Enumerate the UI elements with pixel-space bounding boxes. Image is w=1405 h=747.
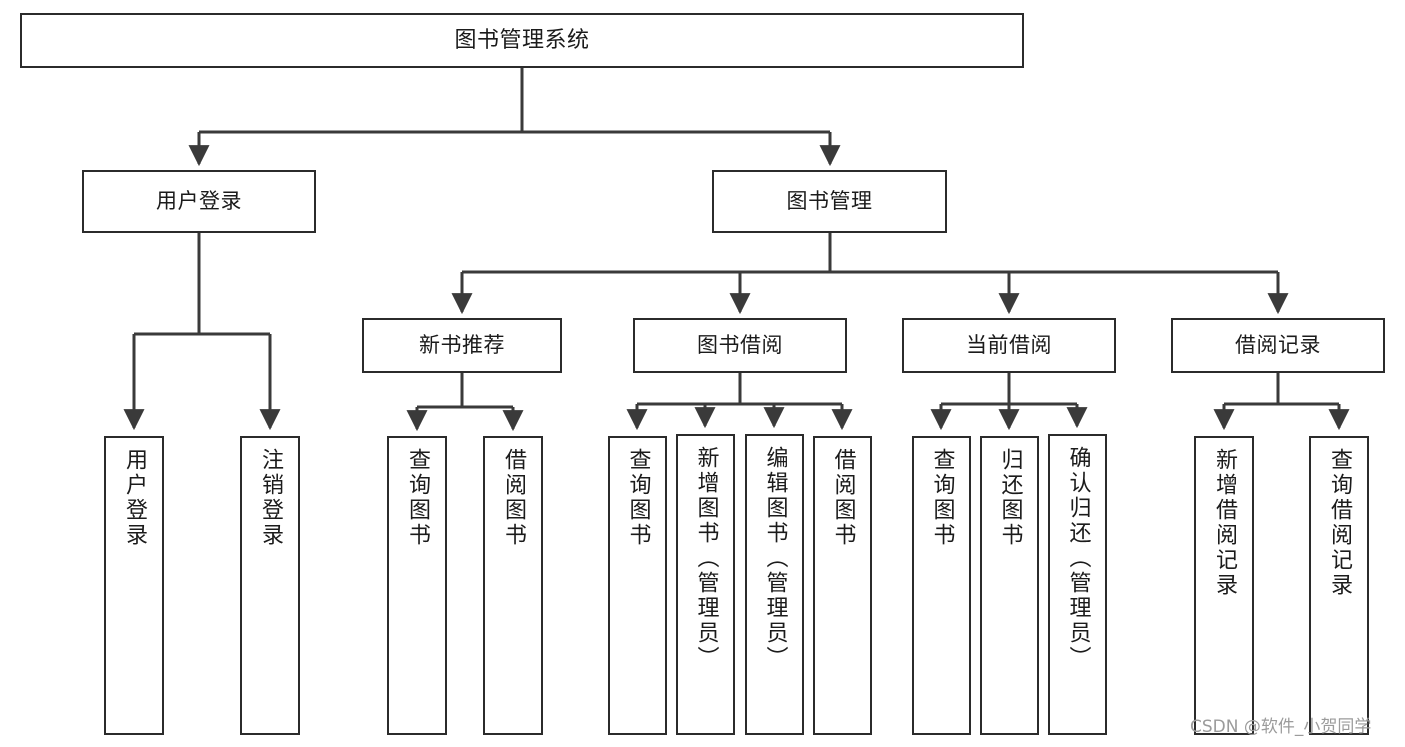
- node-new-book-recommend[interactable]: 新书推荐: [362, 318, 562, 373]
- leaf-borrow-record-1[interactable]: 新增借阅记录: [1194, 436, 1254, 735]
- node-new-book-recommend-label: 新书推荐: [419, 333, 505, 358]
- node-root[interactable]: 图书管理系统: [20, 13, 1024, 68]
- node-user-login[interactable]: 用户登录: [82, 170, 316, 233]
- node-root-label: 图书管理系统: [454, 27, 590, 53]
- leaf-book-borrow-2[interactable]: 新增图书（管理员）: [676, 434, 735, 735]
- leaf-borrow-record-2-label: 查询借阅记录: [1327, 448, 1352, 598]
- csdn-watermark: CSDN @软件_小贺同学: [1190, 717, 1372, 737]
- leaf-book-borrow-4-label: 借阅图书: [830, 448, 856, 548]
- leaf-borrow-record-2[interactable]: 查询借阅记录: [1309, 436, 1369, 735]
- leaf-user-login-2-label: 注销登录: [258, 448, 283, 548]
- leaf-book-borrow-3[interactable]: 编辑图书（管理员）: [745, 434, 804, 735]
- leaf-book-borrow-4[interactable]: 借阅图书: [813, 436, 872, 735]
- leaf-user-login-1[interactable]: 用户登录: [104, 436, 164, 735]
- leaf-current-borrow-1[interactable]: 查询图书: [912, 436, 971, 735]
- leaf-current-borrow-1-label: 查询图书: [929, 448, 955, 548]
- node-borrow-record-label: 借阅记录: [1235, 333, 1321, 358]
- node-book-borrow-label: 图书借阅: [697, 333, 783, 358]
- node-current-borrow[interactable]: 当前借阅: [902, 318, 1116, 373]
- leaf-user-login-2[interactable]: 注销登录: [240, 436, 300, 735]
- node-book-manage[interactable]: 图书管理: [712, 170, 947, 233]
- node-book-borrow[interactable]: 图书借阅: [633, 318, 847, 373]
- leaf-current-borrow-2-label: 归还图书: [997, 448, 1023, 548]
- node-borrow-record[interactable]: 借阅记录: [1171, 318, 1385, 373]
- leaf-new-book-1[interactable]: 查询图书: [387, 436, 447, 735]
- node-book-manage-label: 图书管理: [786, 189, 873, 214]
- leaf-book-borrow-2-label: 新增图书（管理员）: [693, 446, 719, 671]
- leaf-new-book-2[interactable]: 借阅图书: [483, 436, 543, 735]
- leaf-new-book-2-label: 借阅图书: [501, 448, 526, 548]
- leaf-book-borrow-1-label: 查询图书: [625, 448, 651, 548]
- leaf-new-book-1-label: 查询图书: [405, 448, 430, 548]
- node-current-borrow-label: 当前借阅: [966, 333, 1052, 358]
- leaf-current-borrow-3[interactable]: 确认归还（管理员）: [1048, 434, 1107, 735]
- leaf-book-borrow-1[interactable]: 查询图书: [608, 436, 667, 735]
- leaf-current-borrow-3-label: 确认归还（管理员）: [1065, 446, 1091, 671]
- node-user-login-label: 用户登录: [156, 189, 242, 214]
- leaf-current-borrow-2[interactable]: 归还图书: [980, 436, 1039, 735]
- leaf-borrow-record-1-label: 新增借阅记录: [1212, 448, 1237, 598]
- leaf-book-borrow-3-label: 编辑图书（管理员）: [762, 446, 788, 671]
- leaf-user-login-1-label: 用户登录: [122, 448, 147, 548]
